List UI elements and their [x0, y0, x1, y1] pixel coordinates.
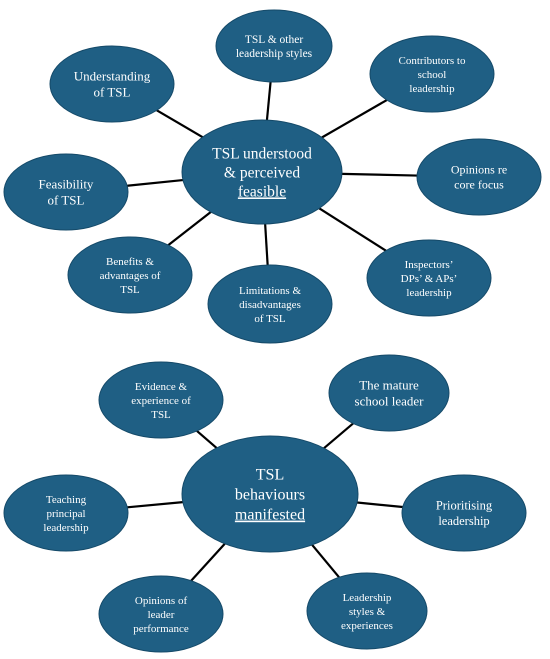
node-limitations: Limitations & disadvantages of TSL	[207, 264, 333, 344]
connector-limitations	[264, 223, 269, 266]
connector-leadership-styles	[311, 544, 340, 579]
node-inspectors-label-line-3: leadership	[406, 287, 452, 299]
node-opinions-core-ellipse	[416, 138, 542, 216]
center-node-label-line-2: & perceived	[224, 164, 300, 181]
node-tsl-other-styles-label-line-2: leadership styles	[236, 48, 313, 60]
node-understanding-label-line-2: of TSL	[94, 85, 131, 100]
node-leadership-styles-label-line-1: Leadership	[343, 592, 392, 604]
node-prioritising-ellipse	[401, 474, 527, 552]
center-node-label-line-1: TSL understood	[212, 145, 312, 162]
node-mature-leader-label-line-1: The mature	[359, 378, 419, 393]
node-leadership-styles-label-line-3: experiences	[341, 620, 393, 632]
node-inspectors-label-line-2: DPs’ & APs’	[401, 273, 458, 285]
connector-opinions-leader	[190, 543, 226, 582]
connector-inspectors	[318, 207, 387, 252]
center-node-ellipse	[181, 119, 343, 225]
node-evidence: Evidence & experience of TSL	[98, 361, 224, 439]
node-opinions-leader-label-line-1: Opinions of	[135, 595, 188, 607]
node-opinions-leader-label-line-2: leader	[148, 609, 175, 621]
connector-contributors	[321, 99, 388, 139]
node-limitations-label-line-2: disadvantages	[239, 299, 301, 311]
node-benefits-label-line-1: Benefits &	[106, 256, 154, 268]
center-node-label-line-3: feasible	[238, 183, 286, 200]
node-benefits-label-line-3: TSL	[120, 284, 140, 296]
connector-group	[127, 81, 418, 266]
node-evidence-label-line-3: TSL	[151, 409, 171, 421]
connector-mature-leader	[323, 422, 354, 450]
node-mature-leader-ellipse	[328, 354, 450, 432]
node-inspectors: Inspectors’ DPs’ & APs’ leadership	[366, 239, 492, 317]
node-opinions-leader-ellipse	[98, 575, 224, 653]
node-benefits: Benefits & advantages of TSL	[67, 236, 193, 314]
node-leadership-styles-label-line-2: styles &	[349, 606, 386, 618]
node-feasibility-label-line-2: of TSL	[48, 193, 85, 208]
node-feasibility-label-line-1: Feasibility	[39, 177, 94, 192]
node-limitations-label-line-1: Limitations &	[239, 285, 301, 297]
node-contributors-label-line-3: leadership	[409, 83, 455, 95]
connector-group	[127, 422, 403, 582]
node-teaching-principal-label-line-2: principal	[46, 508, 85, 520]
connector-feasibility	[127, 178, 184, 187]
node-mature-leader-label-line-2: school leader	[355, 394, 425, 409]
connector-benefits	[167, 211, 212, 246]
node-understanding-label-line-1: Understanding	[74, 69, 151, 84]
node-benefits-ellipse	[67, 236, 193, 314]
node-leadership-styles-ellipse	[306, 572, 428, 650]
node-inspectors-ellipse	[366, 239, 492, 317]
center-node-label-line-3: manifested	[235, 507, 305, 524]
connector-understanding	[156, 109, 204, 139]
node-opinions-core-label-line-1: Opinions re	[451, 163, 507, 177]
concept-map-1: TSL understood & perceived feasible TSL & o…	[3, 9, 542, 344]
node-teaching-principal-label-line-3: leadership	[43, 522, 89, 534]
node-benefits-label-line-2: advantages of	[100, 270, 161, 282]
node-opinions-leader-label-line-3: performance	[133, 623, 189, 635]
node-teaching-principal-ellipse	[3, 474, 129, 552]
node-limitations-ellipse	[207, 264, 333, 344]
connector-prioritising	[356, 501, 403, 509]
node-understanding-ellipse	[49, 45, 175, 123]
node-opinions-core-label-line-2: core focus	[454, 178, 504, 192]
node-limitations-label-line-3: of TSL	[254, 313, 286, 325]
center-node-ellipse	[181, 435, 359, 553]
center-node-label-line-1: TSL	[256, 467, 284, 484]
node-contributors-label-line-2: school	[418, 69, 447, 81]
node-prioritising-label-line-1: Prioritising	[436, 499, 493, 513]
node-teaching-principal-label-line-1: Teaching	[46, 494, 87, 506]
node-evidence-label-line-2: experience of	[131, 395, 191, 407]
connector-evidence	[196, 430, 218, 449]
node-tsl-other-styles: TSL & other leadership styles	[215, 9, 333, 83]
connector-tsl-other-styles	[265, 81, 272, 121]
node-feasibility-ellipse	[3, 153, 129, 231]
connector-teaching-principal	[127, 501, 183, 509]
node-leadership-styles: Leadership styles & experiences	[306, 572, 428, 650]
node-tsl-other-styles-label-line-1: TSL & other	[245, 34, 304, 46]
node-prioritising-label-line-2: leadership	[438, 514, 489, 528]
node-contributors-label-line-1: Contributors to	[399, 55, 466, 67]
node-evidence-label-line-1: Evidence &	[135, 381, 188, 393]
center-node: TSL understood & perceived feasible	[181, 119, 343, 225]
node-evidence-ellipse	[98, 361, 224, 439]
node-opinions-leader: Opinions of leader performance	[98, 575, 224, 653]
center-node: TSL behaviours manifested	[181, 435, 359, 553]
node-tsl-other-styles-ellipse	[215, 9, 333, 83]
node-teaching-principal: Teaching principal leadership	[3, 474, 129, 552]
node-contributors-ellipse	[369, 35, 495, 113]
node-inspectors-label-line-1: Inspectors’	[405, 259, 454, 271]
center-node-label-line-2: behaviours	[235, 487, 305, 504]
concept-map-2: TSL behaviours manifested Evidence & experie…	[3, 354, 527, 653]
node-contributors: Contributors to school leadership	[369, 35, 495, 113]
connector-opinions-core	[341, 172, 418, 177]
